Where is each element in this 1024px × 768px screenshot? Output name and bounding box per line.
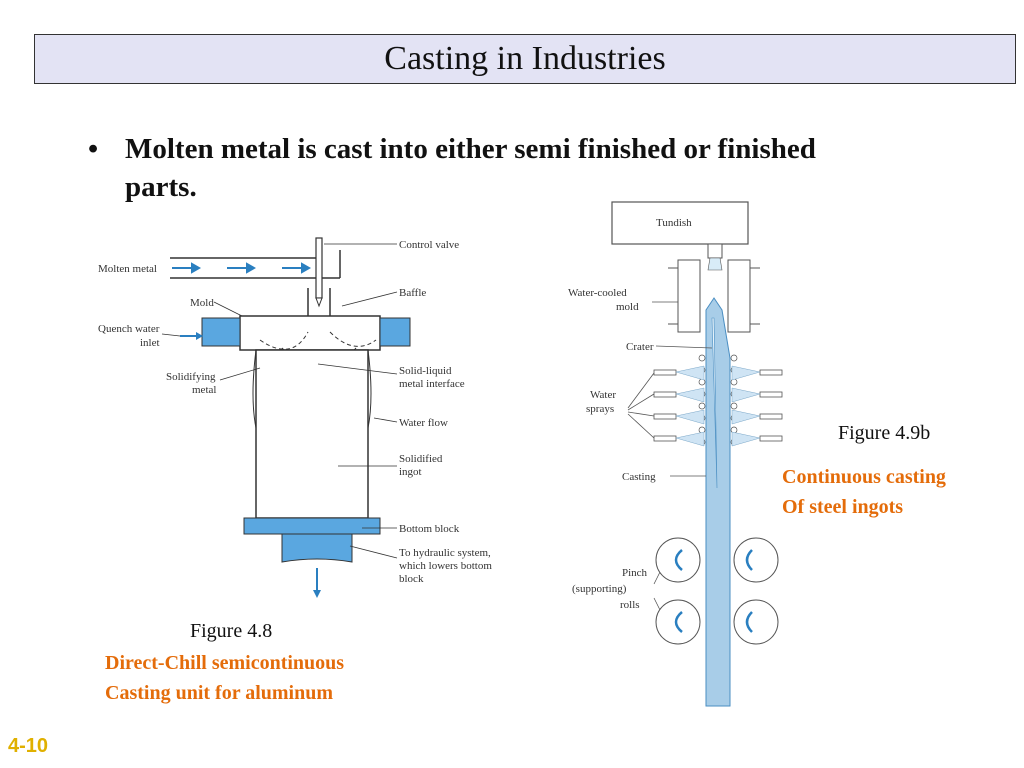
figure-4-9b-caption: Figure 4.9b [838, 422, 931, 444]
label-pinch-1: Pinch [622, 567, 648, 579]
label-molten-metal: Molten metal [98, 263, 157, 275]
bullet-text: Molten metal is cast into either semi fi… [125, 133, 816, 203]
label-pinch-3: rolls [620, 599, 640, 611]
label-solidifying-1: Solidifying [166, 371, 216, 383]
label-pinch-2: (supporting) [572, 583, 627, 595]
label-solidified-2: ingot [399, 466, 422, 478]
figure-4-8-desc-line1: Direct-Chill semicontinuous [105, 652, 345, 674]
label-water-sprays-1: Water [590, 389, 616, 401]
label-hydraulic-2: which lowers bottom [399, 560, 492, 572]
figure-4-9b-description: Continuous casting Of steel ingots [782, 462, 946, 522]
label-solidified-1: Solidified [399, 453, 443, 465]
figure-4-8-description: Direct-Chill semicontinuous Casting unit… [105, 648, 344, 708]
label-water-cooled-2: mold [616, 301, 639, 313]
label-mold: Mold [190, 297, 214, 309]
figure-4-8-caption: Figure 4.8 [190, 620, 273, 642]
label-quench-water-2: inlet [140, 337, 160, 349]
label-hydraulic-3: block [399, 573, 424, 585]
figure-4-8-desc-line2: Casting unit for aluminum [105, 682, 334, 704]
slide-title: Casting in Industries [34, 34, 1016, 84]
figure-4-9b-desc-line2: Of steel ingots [782, 496, 904, 518]
label-crater: Crater [626, 341, 654, 353]
label-bottom-block: Bottom block [399, 523, 460, 535]
figure-4-9b-diagram: Tundish [568, 201, 783, 707]
label-hydraulic-1: To hydraulic system, [399, 547, 491, 559]
label-water-cooled-1: Water-cooled [568, 287, 627, 299]
figure-4-8-diagram: Control valve Molten metal Baffle Mold Q… [92, 228, 504, 616]
label-control-valve: Control valve [399, 239, 459, 251]
slide-number: 4-10 [8, 735, 49, 757]
label-solid-liquid-2: metal interface [399, 378, 465, 390]
label-baffle: Baffle [399, 287, 426, 299]
label-casting: Casting [622, 471, 656, 483]
label-water-sprays-2: sprays [586, 403, 614, 415]
label-tundish: Tundish [656, 217, 692, 229]
figure-4-9b-desc-line1: Continuous casting [782, 466, 946, 488]
label-water-flow: Water flow [399, 417, 448, 429]
label-quench-water-1: Quench water [98, 323, 160, 335]
bullet-glyph: • [88, 133, 99, 165]
label-solid-liquid-1: Solid-liquid [399, 365, 452, 377]
label-solidifying-2: metal [192, 384, 216, 396]
